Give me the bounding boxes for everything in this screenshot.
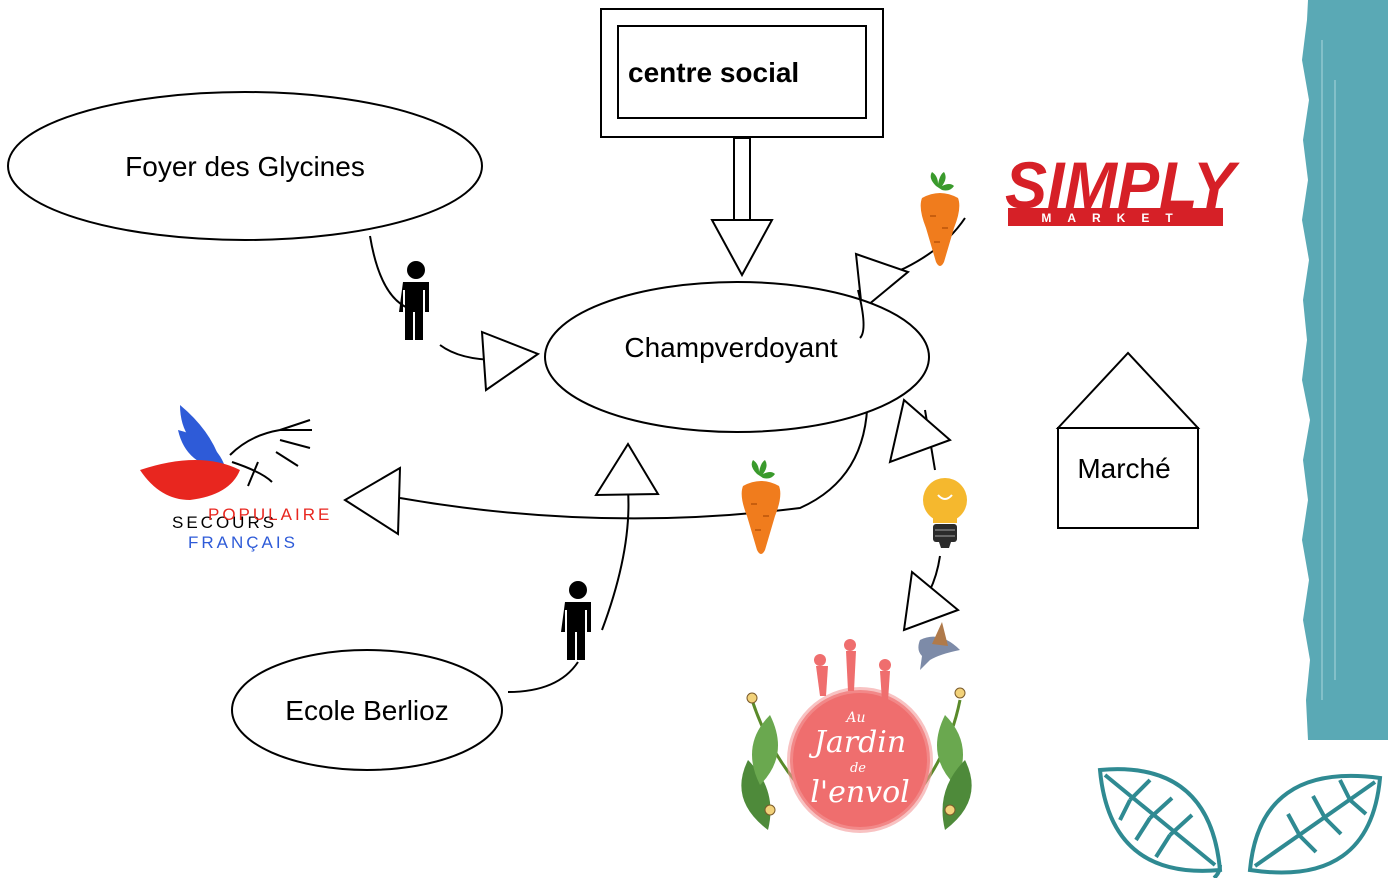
jardin-line2: Jardin <box>808 725 906 760</box>
secours-line2: POPULAIRE <box>208 505 332 524</box>
simply-sub: MARKET <box>1041 211 1188 225</box>
person-icon <box>561 581 591 660</box>
centre-social-node: centre social <box>600 8 884 138</box>
person-icon <box>399 261 429 340</box>
marche-node: Marché <box>1055 351 1201 529</box>
secours-line3: FRANÇAIS <box>188 533 298 552</box>
marche-label: Marché <box>1077 453 1170 484</box>
secours-line1: SECOURS <box>172 513 277 532</box>
jardin-line3: de <box>850 761 866 776</box>
bird-icon <box>918 622 960 670</box>
simply-market-logo: SIMPLY MARKET <box>1005 148 1240 226</box>
champverdoyant-node: Champverdoyant <box>544 281 930 433</box>
arrowhead <box>480 330 541 392</box>
centre-social-label: centre social <box>628 57 799 88</box>
arrowhead <box>854 252 911 312</box>
carrot-icon <box>919 171 961 267</box>
foyer-label: Foyer des Glycines <box>125 151 365 182</box>
lightbulb-icon <box>923 478 967 548</box>
decorative-border <box>1302 0 1388 740</box>
secours-populaire-logo: SECOURS POPULAIRE FRANÇAIS <box>140 405 332 552</box>
jardin-line1: Au <box>844 710 865 726</box>
arrow-centre-social <box>710 137 774 278</box>
arrowhead <box>888 398 952 464</box>
ecole-label: Ecole Berlioz <box>285 695 448 726</box>
arrowhead <box>594 442 660 497</box>
ecole-node: Ecole Berlioz <box>231 649 503 771</box>
arrowhead <box>343 466 402 536</box>
arrowhead <box>902 570 960 632</box>
jardin-line4: l'envol <box>810 775 910 810</box>
foyer-node: Foyer des Glycines <box>7 91 483 241</box>
carrot-icon <box>740 459 782 555</box>
leaves-icon <box>1097 767 1383 878</box>
champverdoyant-label: Champverdoyant <box>624 332 837 363</box>
jardin-envol-logo: Au Jardin de l'envol <box>741 622 972 833</box>
